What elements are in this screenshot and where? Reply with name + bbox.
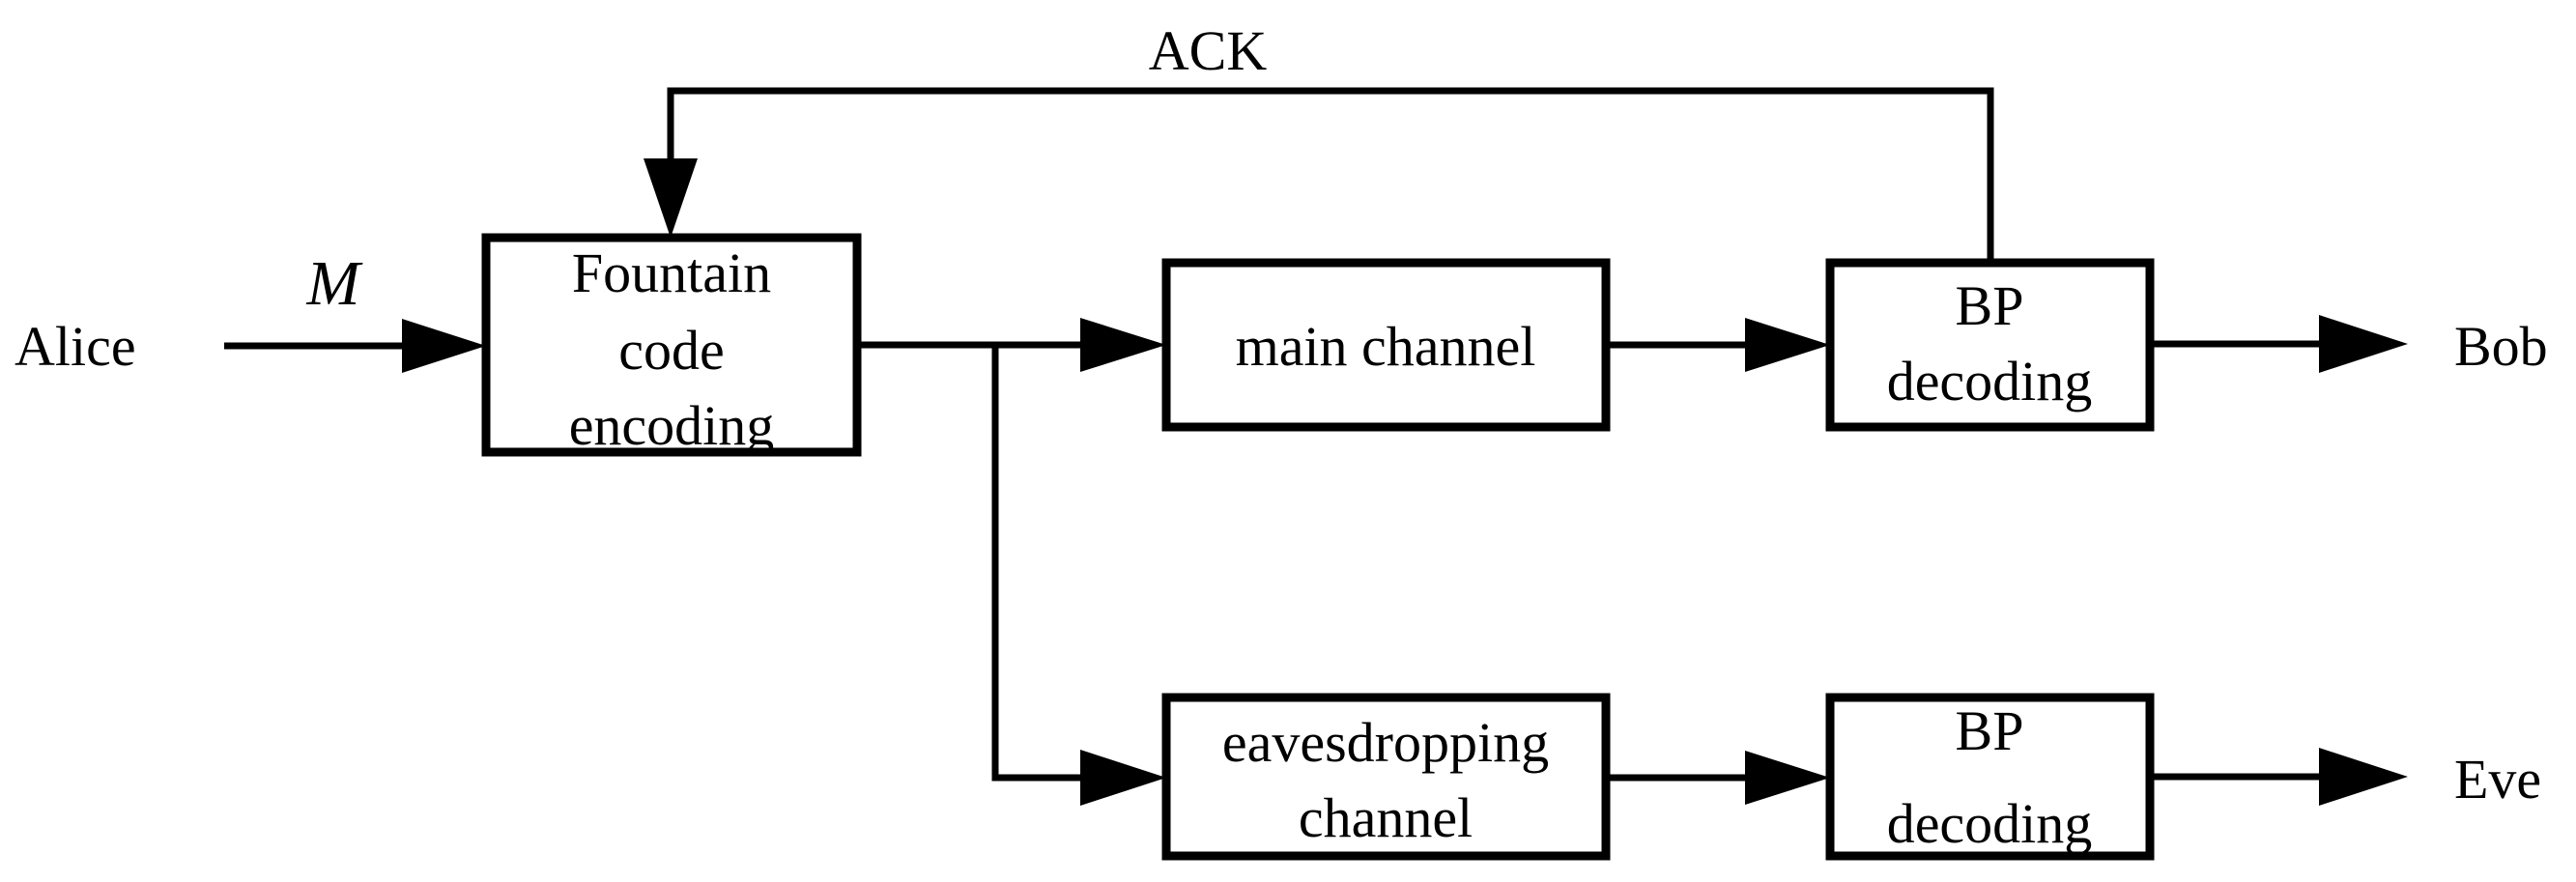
ack-label: ACK xyxy=(1149,19,1268,82)
eve-decoder-label-line2: decoding xyxy=(1887,792,2093,855)
bob-decoder-input-arrowhead xyxy=(1745,318,1830,372)
eavesdropping-channel-label-line1: eavesdropping xyxy=(1222,711,1549,774)
eve-decoder-input-arrowhead xyxy=(1745,751,1830,805)
bob-decoder-label-line1: BP xyxy=(1956,274,2024,337)
ack-feedback-line xyxy=(667,87,1994,263)
bob-output-arrowhead xyxy=(2319,315,2408,373)
encoder-label-line1: Fountain xyxy=(572,242,771,304)
main-channel-input-arrowhead xyxy=(1080,318,1166,372)
encoder-label-line2: code xyxy=(618,319,725,382)
input-symbol-m: M xyxy=(306,248,364,319)
fountain-code-encoding-box xyxy=(481,233,862,457)
eve-bp-decoding-box xyxy=(1825,693,2155,861)
eavesdropping-channel-input-arrowhead xyxy=(1080,750,1166,806)
main-channel-label: main channel xyxy=(1236,315,1536,378)
bob-decoder-label-line2: decoding xyxy=(1887,350,2093,413)
eavesdropping-branch-line xyxy=(991,343,1082,782)
ack-feedback-arrowhead xyxy=(644,158,698,238)
eavesdropping-channel-label-line2: channel xyxy=(1299,786,1473,849)
bob-label: Bob xyxy=(2454,315,2548,378)
eve-label: Eve xyxy=(2454,748,2541,811)
encoder-label-line3: encoding xyxy=(569,394,775,457)
eve-output-arrowhead xyxy=(2319,748,2408,806)
alice-label: Alice xyxy=(14,315,136,378)
alice-input-arrowhead xyxy=(402,319,486,373)
eve-decoder-label-line1: BP xyxy=(1956,699,2024,762)
main-channel-box xyxy=(1161,258,1611,432)
